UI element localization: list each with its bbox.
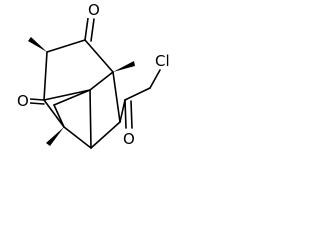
bond-ketone-top-2 [90,18,95,42]
bond-c5-c3 [89,71,114,91]
bond-c6-c7 [90,121,121,149]
bond-ch2-cl [149,69,161,89]
bond-c8-c6 [63,126,92,149]
bond-c1-c4 [43,51,48,101]
bond-c8-c9 [53,104,65,128]
acyl-oxygen-bg [122,130,135,147]
ketone-oxygen-left: O [17,92,29,110]
bond-acyl-o-2 [130,100,133,129]
chlorine: Cl [155,52,170,70]
wedge-h-top-left [28,37,47,52]
bond-c2-c3 [84,39,114,73]
ketone-oxygen-top-bg [87,1,100,18]
molecule-structure: O O O Cl [17,1,174,149]
bond-c5-c6 [89,89,92,149]
ketone-oxygen-left-bg [17,92,30,108]
ketone-oxygen-top: O [88,1,100,19]
bond-c9-c5 [53,89,91,106]
bond-acyl-o-1 [124,99,127,129]
bond-c4-c5 [43,89,91,101]
bond-ketone-left-2 [29,102,45,105]
bond-ketone-left-1 [29,98,45,101]
bond-c4-c8 [43,99,65,128]
bond-c7-acyl [119,99,126,123]
bond-acyl-ch2 [124,87,151,101]
bond-ketone-top-1 [84,17,89,41]
wedge-h-bottom-left [46,127,64,146]
acyl-oxygen: O [123,130,135,148]
chlorine-bg [154,52,174,69]
wedge-h-top-right [113,61,135,72]
bond-c1-c2 [46,39,86,53]
bond-c3-c7 [112,71,121,123]
